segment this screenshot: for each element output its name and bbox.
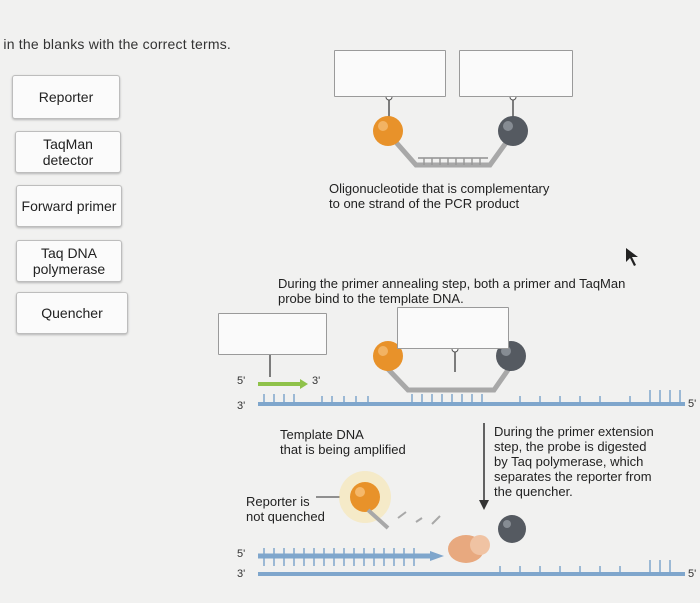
term-label: Reporter bbox=[38, 89, 94, 105]
caption-extension: During the primer extension step, the pr… bbox=[494, 424, 654, 499]
blank-oligonucleotide-left[interactable] bbox=[334, 50, 446, 97]
label-3-prime: 3' bbox=[237, 568, 246, 580]
probe-diagram-top bbox=[373, 93, 528, 168]
caption-template-dna: Template DNA that is being amplified bbox=[280, 427, 406, 457]
quencher-dye-icon bbox=[498, 515, 526, 543]
caption-reporter-not-quenched: Reporter is not quenched bbox=[246, 494, 325, 524]
template-ticks bbox=[263, 390, 681, 404]
instruction-text: l in the blanks with the correct terms. bbox=[0, 36, 231, 52]
term-label: Quencher bbox=[41, 305, 103, 321]
blank-primer-label[interactable] bbox=[218, 313, 327, 355]
blank-probe-label[interactable] bbox=[397, 307, 509, 349]
label-5-prime: 5' bbox=[688, 568, 697, 580]
label-3-prime: 3' bbox=[237, 400, 246, 412]
term-forward-primer[interactable]: Forward primer bbox=[16, 185, 122, 227]
term-taqman-detector[interactable]: TaqMan detector bbox=[15, 131, 121, 173]
term-label: Forward primer bbox=[21, 198, 117, 214]
term-label: Taq DNA polymerase bbox=[32, 245, 106, 277]
term-label: TaqMan detector bbox=[42, 136, 94, 168]
blank-oligonucleotide-right[interactable] bbox=[459, 50, 573, 97]
term-quencher[interactable]: Quencher bbox=[16, 292, 128, 334]
quencher-dye-icon bbox=[498, 116, 528, 146]
label-5-prime: 5' bbox=[688, 398, 697, 410]
caption-oligonucleotide: Oligonucleotide that is complementary to… bbox=[329, 181, 550, 211]
label-5-prime: 5' bbox=[237, 375, 246, 387]
extension-diagram bbox=[258, 423, 685, 576]
reporter-dye-icon bbox=[373, 116, 403, 146]
label-5-prime: 5' bbox=[237, 548, 246, 560]
term-reporter[interactable]: Reporter bbox=[12, 75, 120, 119]
label-3-prime: 3' bbox=[312, 375, 321, 387]
reporter-dye-icon bbox=[350, 482, 380, 512]
term-taq-dna-polymerase[interactable]: Taq DNA polymerase bbox=[16, 240, 122, 282]
mouse-cursor-icon bbox=[626, 248, 638, 266]
caption-annealing: During the primer annealing step, both a… bbox=[278, 276, 626, 306]
